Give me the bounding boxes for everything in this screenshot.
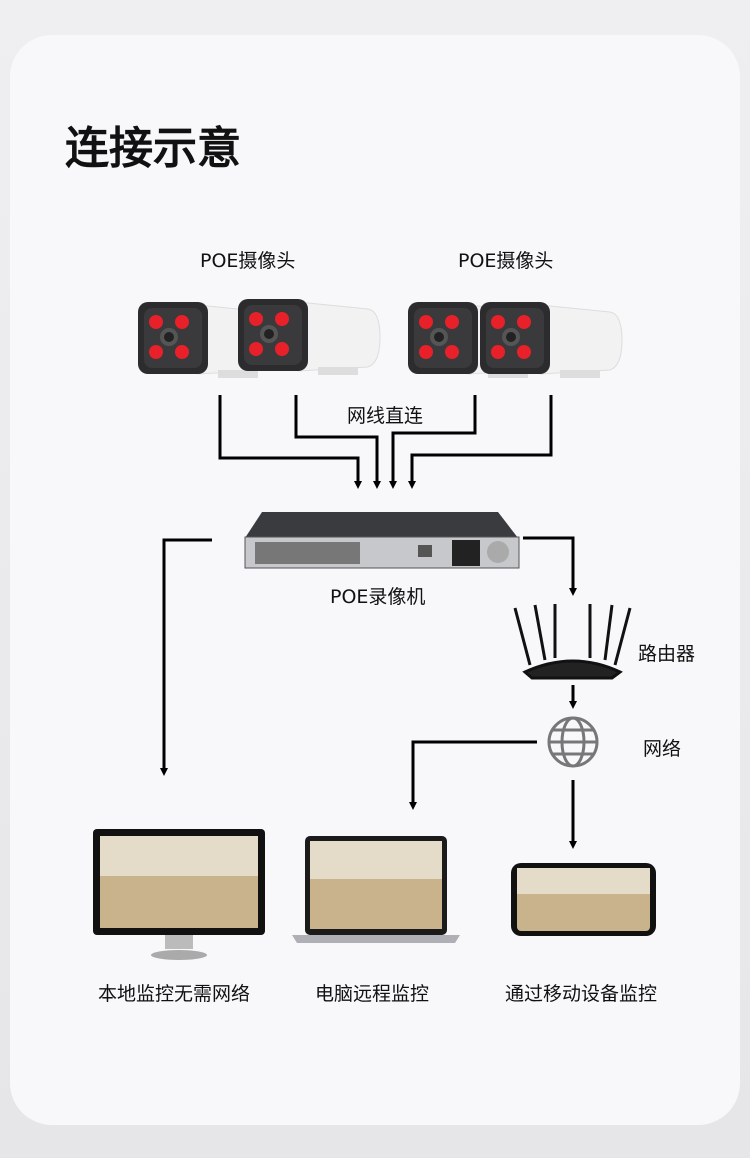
label-pc: 电脑远程监控 (315, 983, 430, 1005)
label-mobile: 通过移动设备监控 (505, 983, 658, 1005)
label-nvr: POE录像机 (330, 586, 426, 608)
camera-4 (479, 301, 623, 379)
card (10, 35, 740, 1125)
label-internet: 网络 (643, 738, 682, 760)
globe-icon (547, 716, 599, 768)
page-title: 连接示意 (65, 123, 241, 174)
laptop-image (292, 836, 460, 943)
label-camera-right: POE摄像头 (458, 250, 554, 272)
camera-2 (237, 298, 381, 376)
monitor-image (93, 829, 265, 960)
router-image (513, 604, 632, 680)
phone-image (511, 863, 656, 936)
nvr-image (244, 512, 520, 569)
cable-arrows (160, 395, 577, 849)
label-cable: 网线直连 (347, 405, 424, 427)
label-router: 路由器 (638, 643, 696, 665)
label-camera-left: POE摄像头 (200, 250, 296, 272)
label-local: 本地监控无需网络 (98, 983, 251, 1005)
